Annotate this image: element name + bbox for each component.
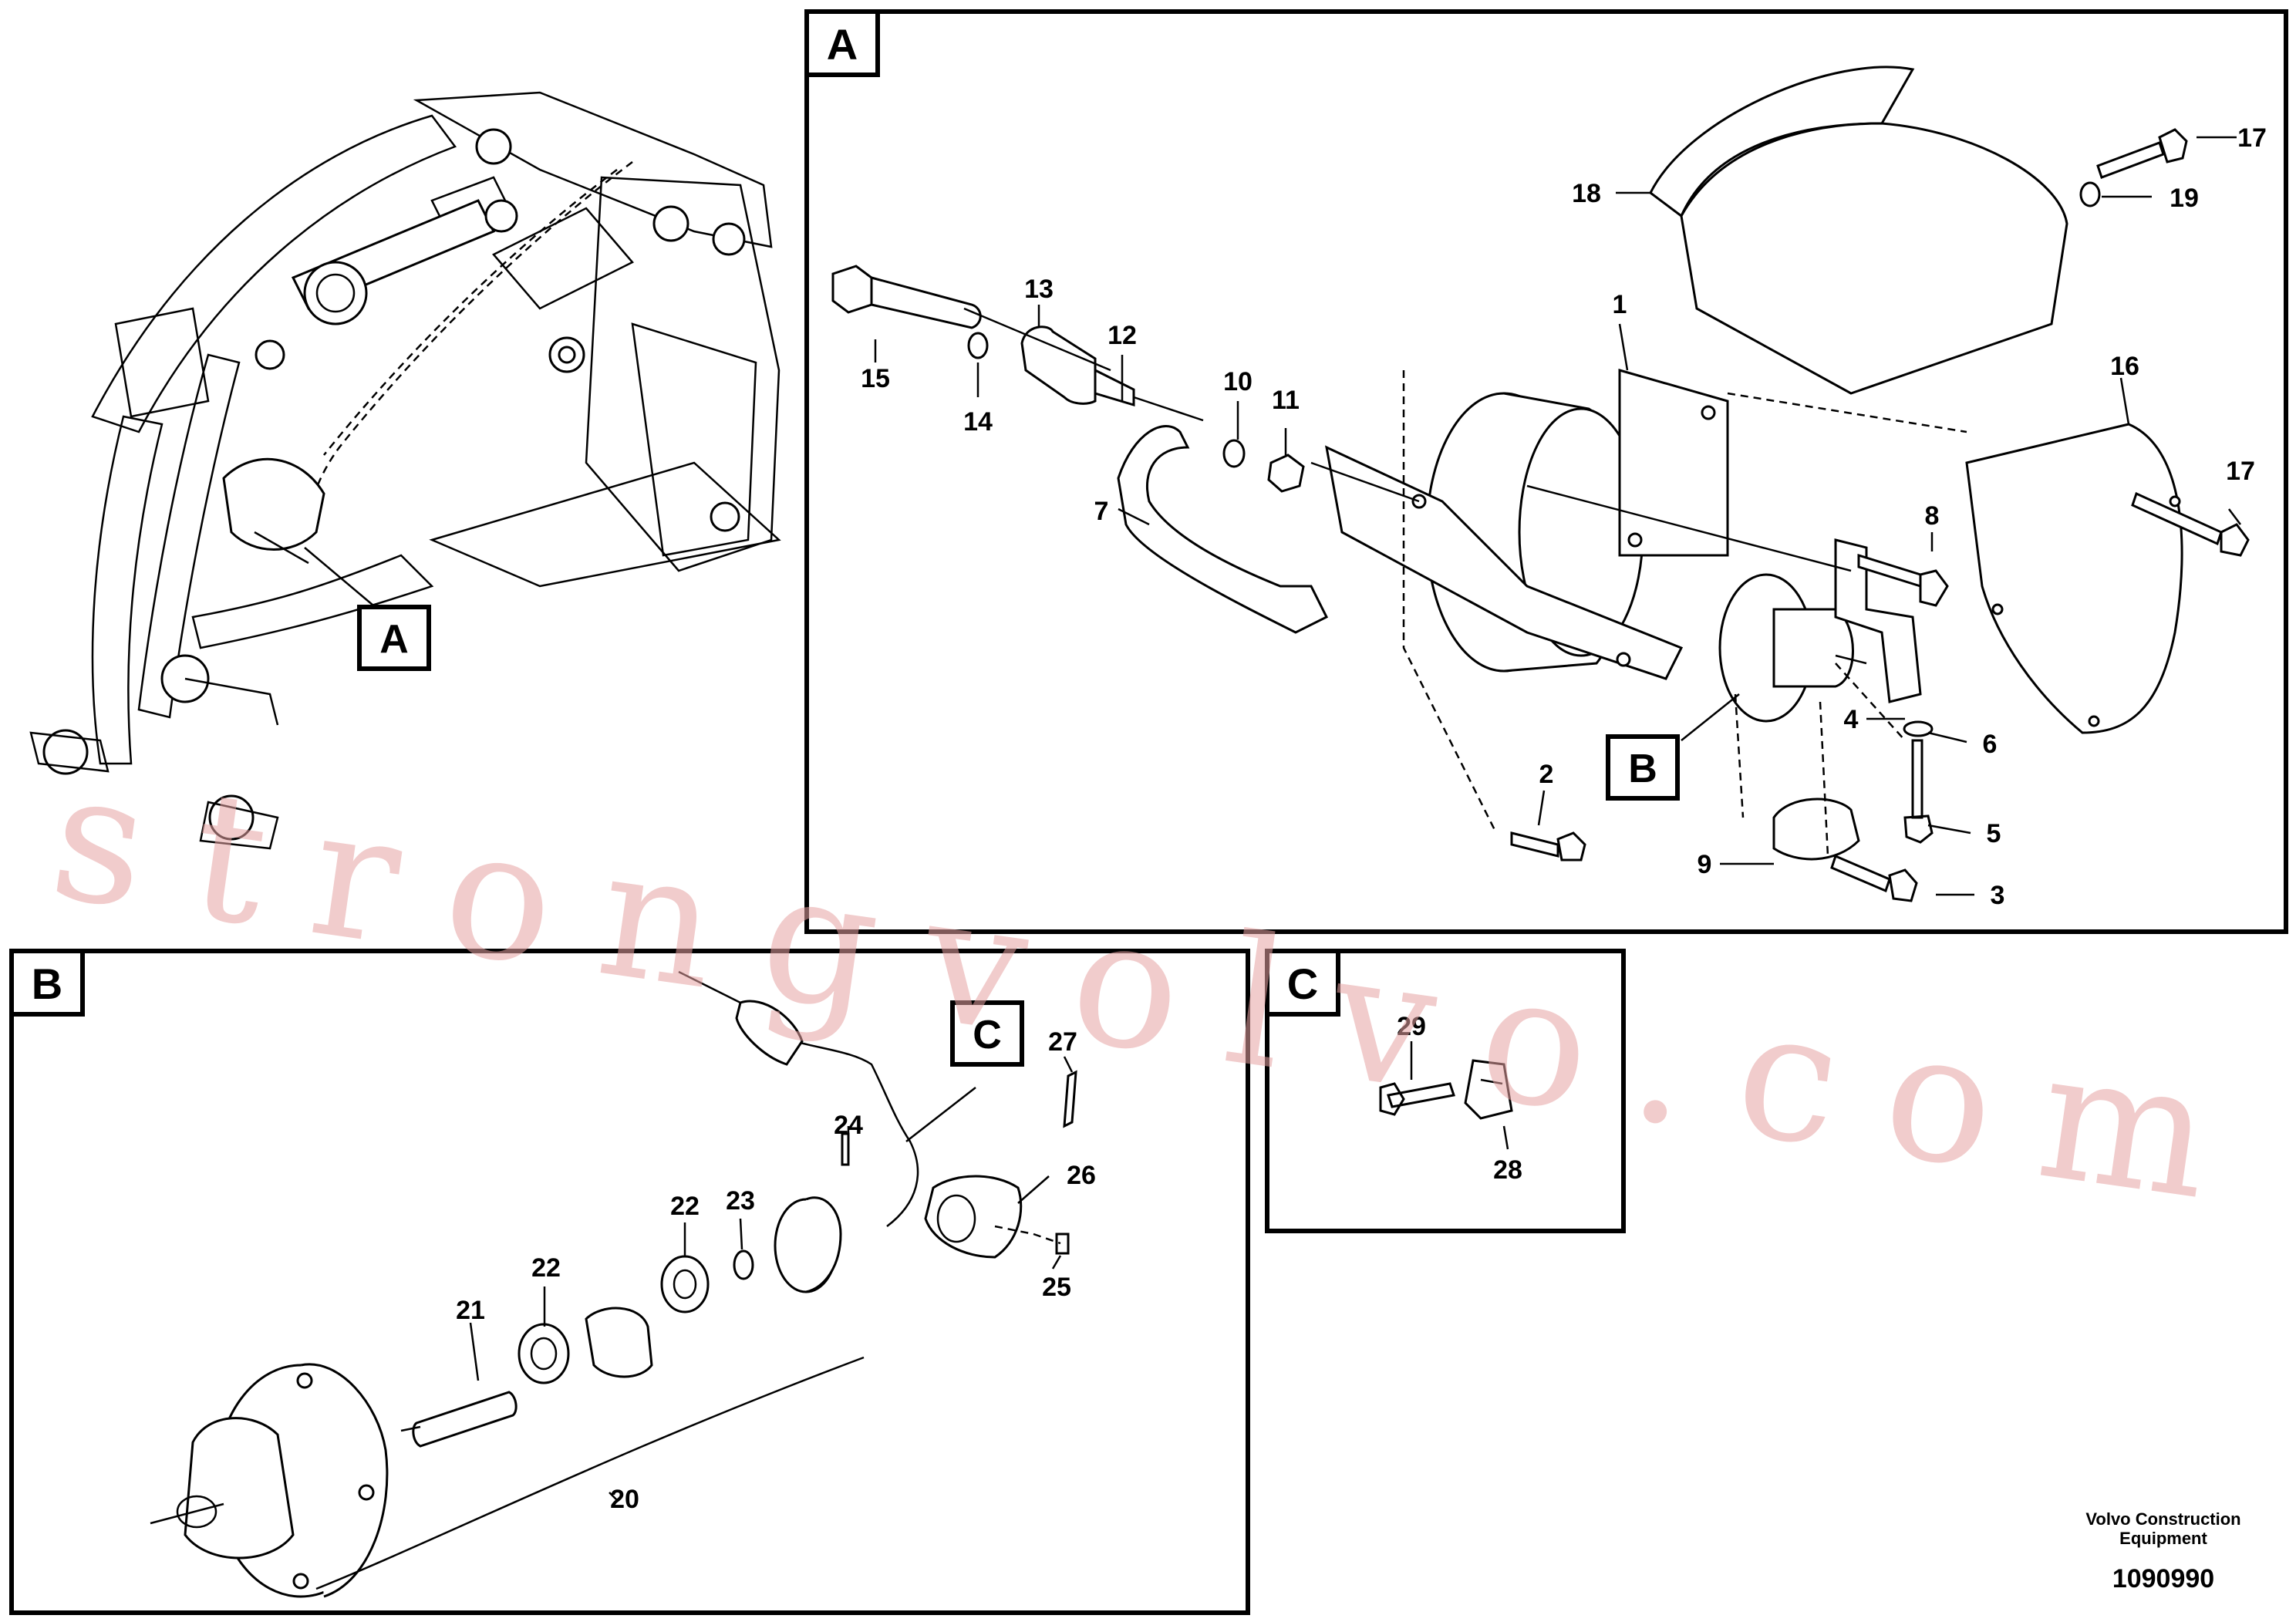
part-19-washer bbox=[2079, 181, 2101, 207]
callout-a-overview[interactable]: A bbox=[357, 605, 431, 671]
part-17-bolt-lower bbox=[2131, 491, 2250, 557]
part-21-shaft bbox=[412, 1391, 518, 1448]
label-22-left: 22 bbox=[531, 1253, 561, 1283]
part-29-bolt bbox=[1379, 1082, 1455, 1116]
label-21: 21 bbox=[456, 1296, 485, 1325]
part-6-washer bbox=[1903, 720, 1934, 737]
bearing-housing bbox=[1718, 573, 1867, 723]
label-2: 2 bbox=[1539, 760, 1554, 789]
panel-c-tag: C bbox=[1287, 959, 1318, 1008]
panel-b-tag: B bbox=[32, 959, 62, 1008]
spacer bbox=[585, 1307, 653, 1378]
part-17-bolt-upper bbox=[2096, 128, 2188, 179]
label-26: 26 bbox=[1067, 1161, 1096, 1190]
part-27-screw bbox=[1063, 1070, 1077, 1128]
label-4: 4 bbox=[1844, 705, 1859, 734]
panel-b-tag-box bbox=[9, 949, 85, 1017]
label-3: 3 bbox=[1991, 881, 2005, 910]
label-8: 8 bbox=[1925, 501, 1940, 531]
label-1: 1 bbox=[1613, 290, 1627, 319]
callout-a-overview-label: A bbox=[379, 617, 409, 662]
label-27: 27 bbox=[1048, 1027, 1077, 1057]
label-5: 5 bbox=[1987, 819, 2001, 848]
label-24: 24 bbox=[834, 1111, 863, 1140]
company-name-line-2: Equipment bbox=[2119, 1529, 2207, 1548]
panel-a-tag: A bbox=[827, 20, 858, 69]
panel-c-tag-box bbox=[1265, 949, 1340, 1017]
part-12-rod bbox=[1133, 396, 1204, 422]
part-13-sensor bbox=[1020, 325, 1135, 407]
part-5-bolt bbox=[1903, 739, 1934, 844]
part-26-sensor bbox=[924, 1175, 1023, 1259]
label-19: 19 bbox=[2170, 184, 2199, 213]
panel-b: B bbox=[9, 949, 1250, 1615]
part-20-housing bbox=[150, 1363, 389, 1598]
part-25-pin bbox=[1055, 1233, 1070, 1255]
callout-c-label: C bbox=[973, 1013, 1002, 1057]
callout-b[interactable]: B bbox=[1606, 734, 1680, 801]
label-23: 23 bbox=[726, 1186, 755, 1216]
part-9-clamp bbox=[1772, 798, 1860, 861]
label-28: 28 bbox=[1493, 1155, 1522, 1185]
label-15: 15 bbox=[861, 364, 890, 393]
label-29: 29 bbox=[1397, 1012, 1426, 1041]
label-9: 9 bbox=[1698, 850, 1712, 879]
part-18-cover bbox=[1649, 66, 2068, 395]
label-20: 20 bbox=[610, 1485, 639, 1514]
label-17-lower: 17 bbox=[2226, 457, 2255, 486]
label-12: 12 bbox=[1108, 321, 1137, 350]
part-15-bolt bbox=[831, 265, 982, 329]
callout-b-label: B bbox=[1628, 747, 1657, 791]
part-11-nut bbox=[1267, 454, 1305, 493]
panel-a-tag-box bbox=[804, 9, 880, 77]
panel-a: A bbox=[804, 9, 2288, 934]
label-11: 11 bbox=[1272, 386, 1300, 415]
drum-assembly bbox=[1325, 369, 1729, 680]
part-23-ring bbox=[733, 1249, 754, 1280]
label-7: 7 bbox=[1094, 497, 1109, 526]
part-24-screw bbox=[841, 1132, 850, 1166]
part-22-bearing-right bbox=[660, 1255, 710, 1313]
label-16: 16 bbox=[2110, 352, 2139, 381]
title-block: Volvo Construction Equipment 1090990 bbox=[2085, 1509, 2240, 1593]
watermark: strongvolvo.com bbox=[40, 733, 2223, 1239]
part-cap bbox=[774, 1196, 842, 1293]
part-2-bolt bbox=[1510, 831, 1586, 862]
machine-overview bbox=[29, 91, 781, 850]
part-22-bearing-left bbox=[518, 1323, 570, 1384]
label-14: 14 bbox=[963, 407, 993, 437]
label-18: 18 bbox=[1572, 179, 1601, 208]
label-6: 6 bbox=[1983, 730, 1998, 759]
company-name-line-1: Volvo Construction bbox=[2085, 1509, 2240, 1529]
label-22-right: 22 bbox=[670, 1192, 700, 1221]
panel-c: C 29 28 bbox=[1265, 949, 1626, 1233]
part-7-lever bbox=[1117, 425, 1329, 634]
part-28-clip bbox=[1464, 1059, 1513, 1120]
part-8-bolt bbox=[1857, 553, 1949, 607]
part-10-washer bbox=[1222, 439, 1246, 468]
label-17-upper: 17 bbox=[2237, 123, 2267, 153]
part-3-bolt bbox=[1830, 854, 1918, 902]
label-10: 10 bbox=[1223, 367, 1253, 396]
callout-c[interactable]: C bbox=[950, 1000, 1024, 1067]
part-16-side-cover bbox=[1965, 423, 2183, 734]
label-13: 13 bbox=[1024, 275, 1054, 304]
drawing-number: 1090990 bbox=[2112, 1564, 2214, 1593]
part-14-washer bbox=[967, 332, 989, 359]
label-25: 25 bbox=[1042, 1273, 1071, 1302]
